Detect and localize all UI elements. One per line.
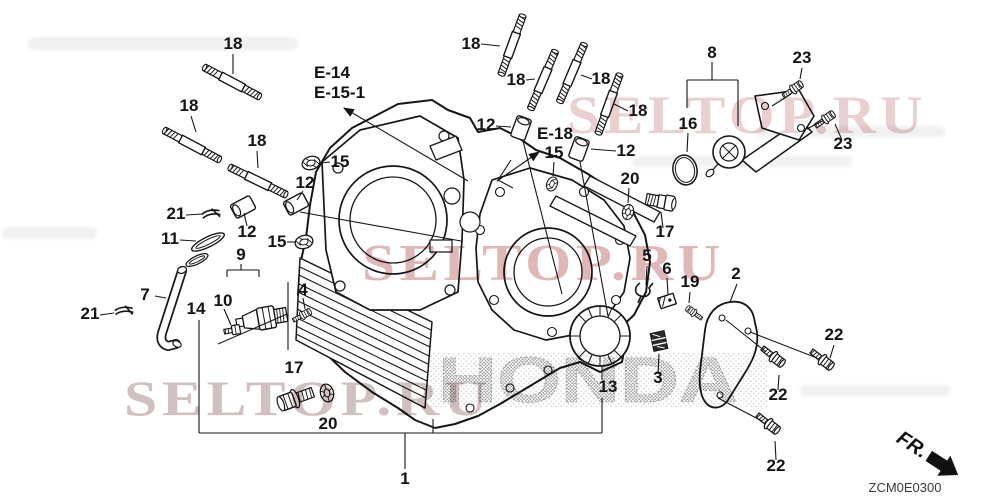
callout-22: 22 [767,456,786,475]
callout-15: 15 [545,143,564,162]
callout-22: 22 [825,325,844,344]
callout-22: 22 [769,385,788,404]
callout-15: 15 [331,152,350,171]
callout-19: 19 [681,272,700,291]
callout-8: 8 [707,43,716,62]
callout-3: 3 [653,368,662,387]
callout-12: 12 [617,141,636,160]
callout-21: 21 [81,304,100,323]
gasket-11 [190,232,226,252]
grommet-3 [649,330,669,352]
callout-21: 21 [167,204,186,223]
switch-joint-bolt [223,323,242,336]
callout-11: 11 [161,229,179,248]
clamp-5 [634,282,654,304]
callout-4: 4 [298,280,308,299]
callout-17: 17 [285,358,304,377]
oil-pipe-bracket [705,89,815,178]
callout-17: 17 [656,222,675,241]
oil-seal-13 [569,305,631,367]
oil-plug-top [644,193,677,212]
callout-18: 18 [507,70,526,89]
callout-18: 18 [462,34,481,53]
callout-1: 1 [400,469,409,488]
o-ring-16 [672,154,698,186]
ref-label-e18: E-18 [537,124,573,143]
callout-7: 7 [140,285,149,304]
callout-10: 10 [214,291,233,310]
gasket-14 [185,252,209,268]
rubber-6 [656,292,678,310]
callout-23: 23 [834,134,853,153]
callout-23: 23 [793,48,812,67]
drain-bolt [276,386,316,412]
callout-18: 18 [248,131,267,150]
bolt-19 [683,303,705,323]
crankcase-drawing [295,99,661,429]
ref-label-e14: E-14 [314,63,350,82]
callout-14: 14 [187,299,206,318]
callout-5: 5 [642,246,651,265]
watermark-seltop-top: SELTOP.RU [567,85,927,145]
breather-tube [156,266,188,352]
watermark-seltop-bottom: SELTOP.RU [124,370,492,426]
callout-20: 20 [621,169,640,188]
oil-pressure-switch [235,305,289,331]
callout-18: 18 [180,96,199,115]
callout-12: 12 [477,115,496,134]
watermark-seltop-center: SELTOP.RU [362,235,725,292]
callout-9: 9 [236,245,245,264]
svg-text:HONDA: HONDA [438,344,738,416]
callout-12: 12 [296,173,315,192]
callout-2: 2 [731,264,740,283]
ref-label-e15-1: E-15-1 [314,83,365,102]
watermark-honda-halftone: HONDA [430,344,768,416]
callout-18: 18 [224,34,243,53]
callout-20: 20 [319,414,338,433]
callout-18: 18 [592,69,611,88]
callout-6: 6 [662,259,671,278]
svg-text:FR.: FR. [892,427,931,463]
fr-direction-arrow: FR. [892,427,959,476]
callout-13: 13 [599,377,618,396]
callout-15: 15 [268,232,287,251]
callout-18: 18 [629,101,648,120]
callout-16: 16 [679,114,698,133]
callout-12: 12 [238,222,257,241]
diagram-code: ZCM0E0300 [869,480,942,495]
